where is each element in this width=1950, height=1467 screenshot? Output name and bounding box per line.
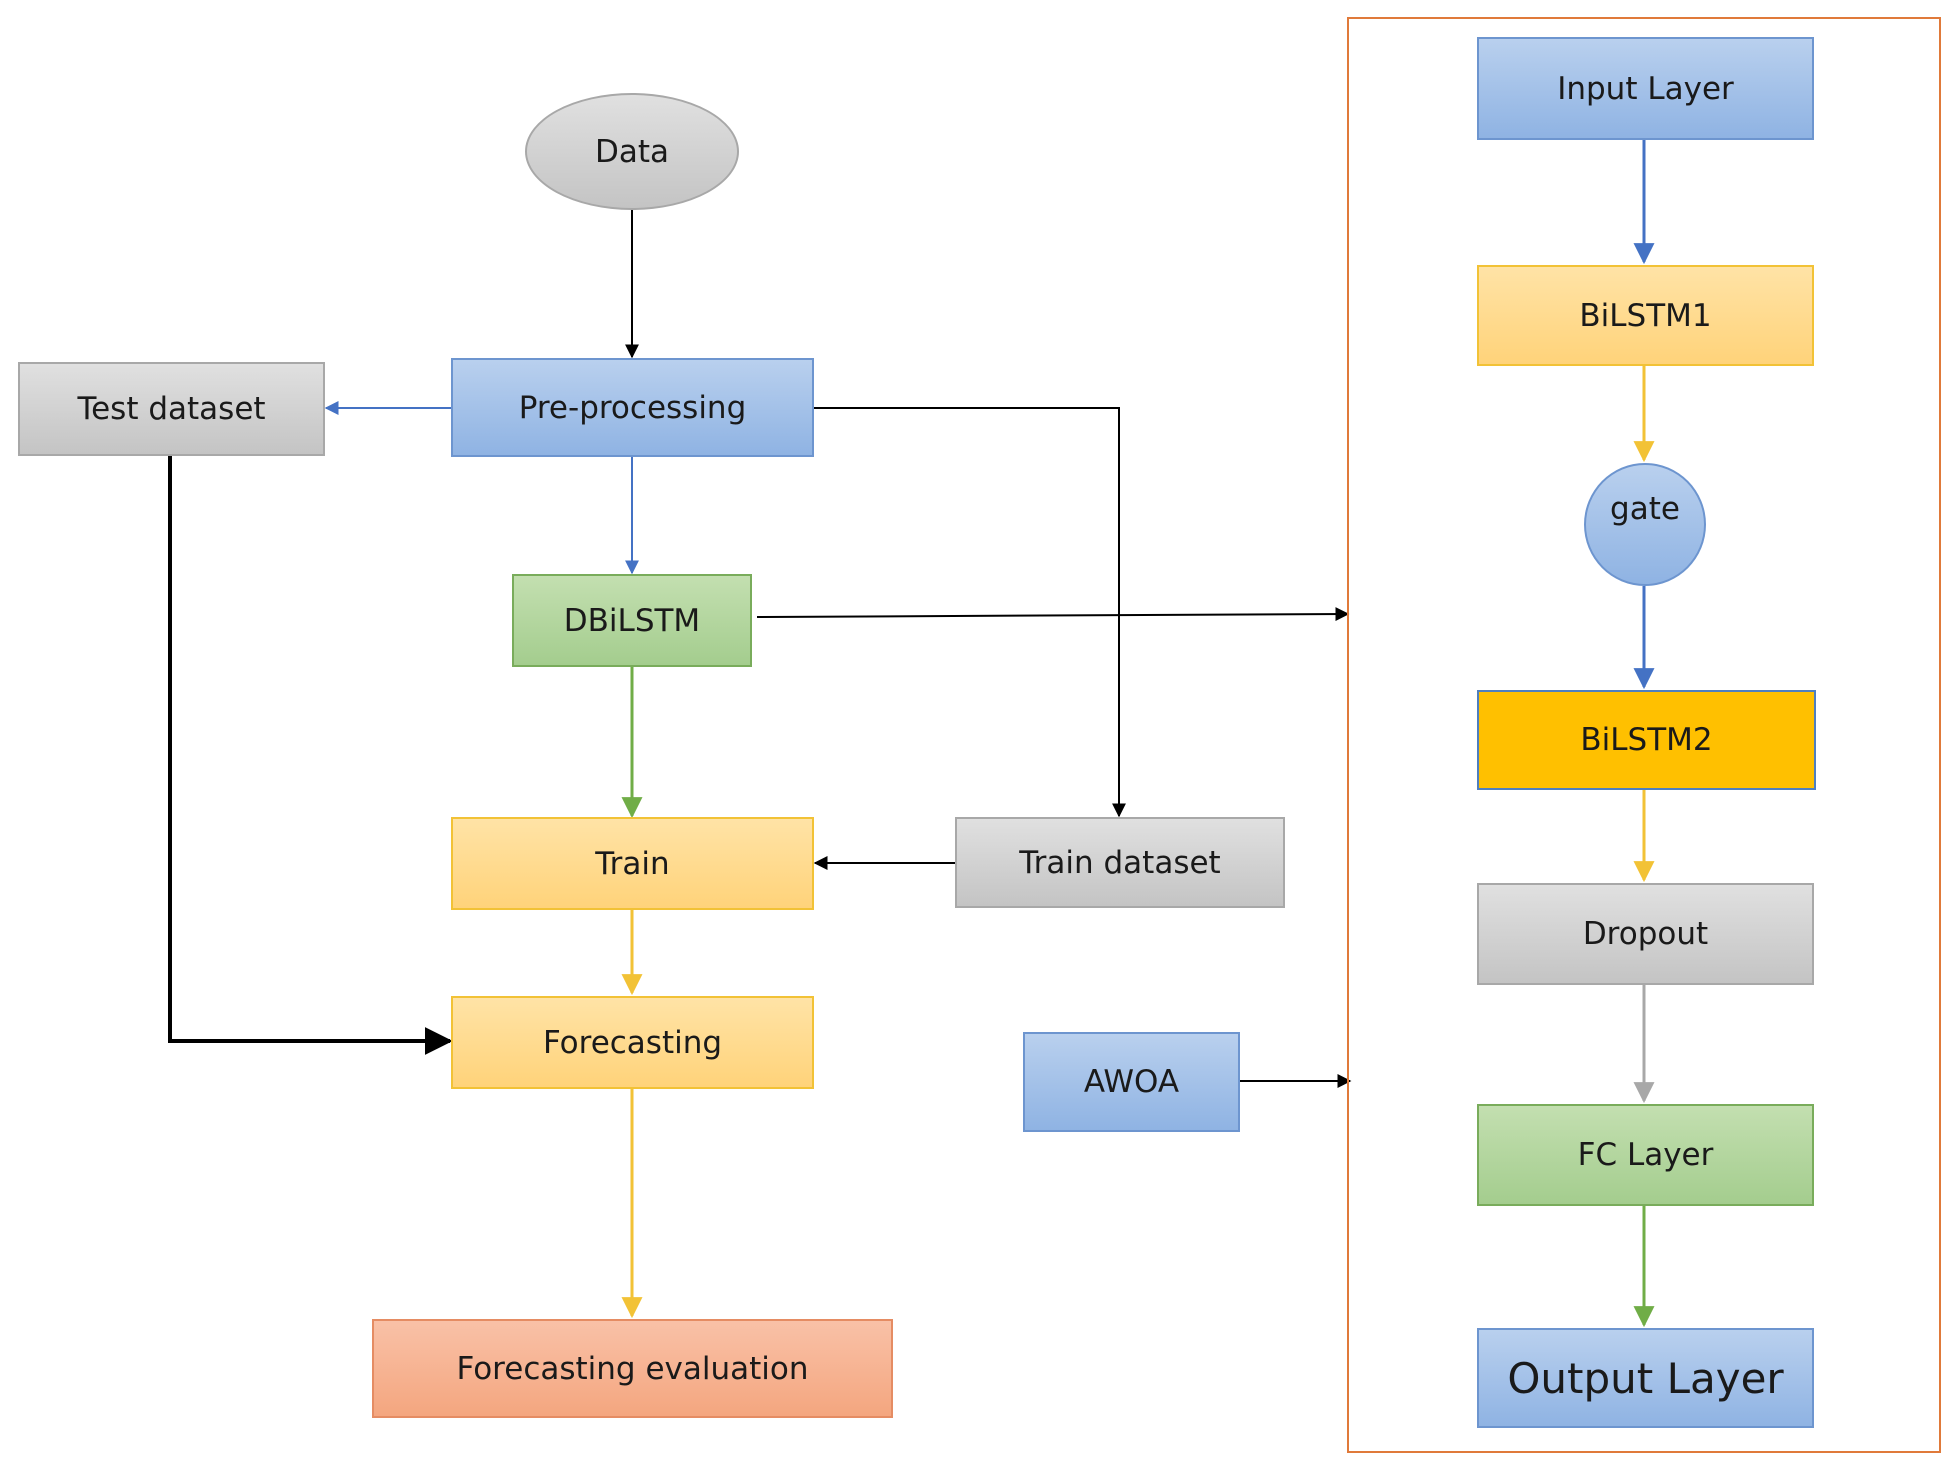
bilstm1-node: BiLSTM1 xyxy=(1477,265,1814,366)
test-dataset-node: Test dataset xyxy=(18,362,325,456)
preprocessing-node: Pre-processing xyxy=(451,358,814,457)
model-architecture-panel xyxy=(1347,17,1941,1453)
dropout-node: Dropout xyxy=(1477,883,1814,985)
edge-dbilstm-to-model-panel xyxy=(756,607,1350,622)
awoa-node: AWOA xyxy=(1023,1032,1240,1132)
forecasting-node: Forecasting xyxy=(451,996,814,1089)
data-node: Data xyxy=(525,93,739,210)
dbilstm-node: DBiLSTM xyxy=(512,574,752,667)
train-node: Train xyxy=(451,817,814,910)
forecasting-evaluation-node: Forecasting evaluation xyxy=(372,1319,893,1418)
fc-layer-node: FC Layer xyxy=(1477,1104,1814,1206)
input-layer-node: Input Layer xyxy=(1477,37,1814,140)
gate-node: gate xyxy=(1584,463,1706,586)
bilstm2-node: BiLSTM2 xyxy=(1477,690,1816,790)
edge-test-dataset-to-forecasting xyxy=(168,456,453,1055)
output-layer-node: Output Layer xyxy=(1477,1328,1814,1428)
edge-preprocessing-to-train-dataset xyxy=(814,407,1126,818)
train-dataset-node: Train dataset xyxy=(955,817,1285,908)
